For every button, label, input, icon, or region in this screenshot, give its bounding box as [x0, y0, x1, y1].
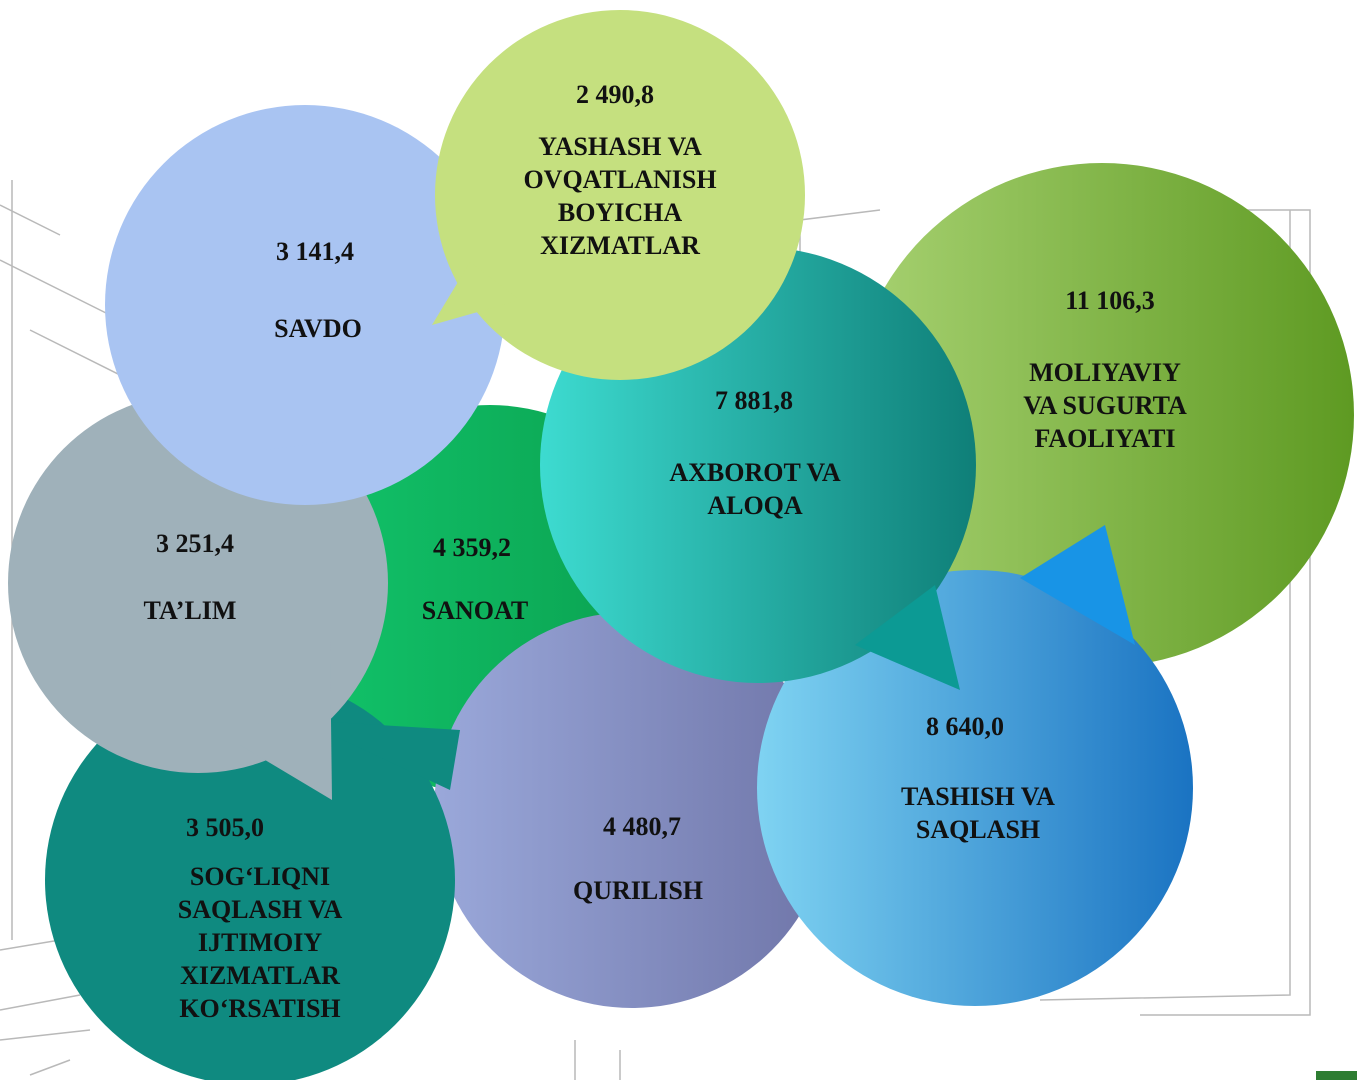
corner-accent — [1316, 1071, 1357, 1080]
bubble-talim-tail — [240, 640, 332, 800]
bubble-moliyaviy — [850, 163, 1354, 667]
tashish-label: TASHISH VA SAQLASH — [901, 782, 1055, 844]
bubble-savdo — [105, 105, 505, 505]
talim-value: 3 251,4 — [156, 529, 234, 558]
moliyaviy-value: 11 106,3 — [1065, 286, 1155, 315]
bubble-qurilish-circle — [434, 612, 830, 1008]
yashash-label: YASHASH VA OVQATLANISH BOYICHA XIZMATLAR — [523, 132, 717, 260]
savdo-label: SAVDO — [274, 314, 362, 343]
bubble-savdo-circle — [105, 105, 505, 505]
yashash-value: 2 490,8 — [576, 80, 654, 109]
bubble-sogliqni-tail — [300, 720, 460, 790]
sogliqni-label: SOG‘LIQNI SAQLASH VA IJTIMOIY XIZMATLAR … — [177, 862, 343, 1023]
bubble-yashash — [432, 10, 805, 380]
qurilish-value: 4 480,7 — [603, 812, 681, 841]
axborot-label: AXBOROT VA ALOQA — [669, 458, 841, 520]
bubble-sogliqni — [45, 675, 460, 1080]
axborot-value: 7 881,8 — [715, 386, 793, 415]
bubble-savdo-tail — [265, 440, 345, 502]
tashish-value: 8 640,0 — [926, 712, 1004, 741]
sanoat-label: SANOAT — [421, 596, 529, 625]
talim-label: TA’LIM — [143, 596, 237, 625]
bubble-sogliqni-circle — [45, 675, 455, 1080]
bubble-tashish-tail — [1020, 525, 1135, 645]
savdo-value: 3 141,4 — [276, 237, 354, 266]
bubble-axborot-tail — [855, 585, 960, 690]
bubble-yashash-tail — [432, 262, 520, 325]
bubble-tashish — [757, 525, 1193, 1006]
bubble-moliyaviy-circle — [850, 163, 1354, 667]
bubble-tashish-circle — [757, 570, 1193, 1006]
bubble-yashash-circle — [435, 10, 805, 380]
moliyaviy-label: MOLIYAVIY VA SUGURTA FAOLIYATI — [1023, 358, 1187, 453]
sogliqni-value: 3 505,0 — [186, 813, 264, 842]
sanoat-value: 4 359,2 — [433, 533, 511, 562]
qurilish-label: QURILISH — [572, 876, 704, 905]
